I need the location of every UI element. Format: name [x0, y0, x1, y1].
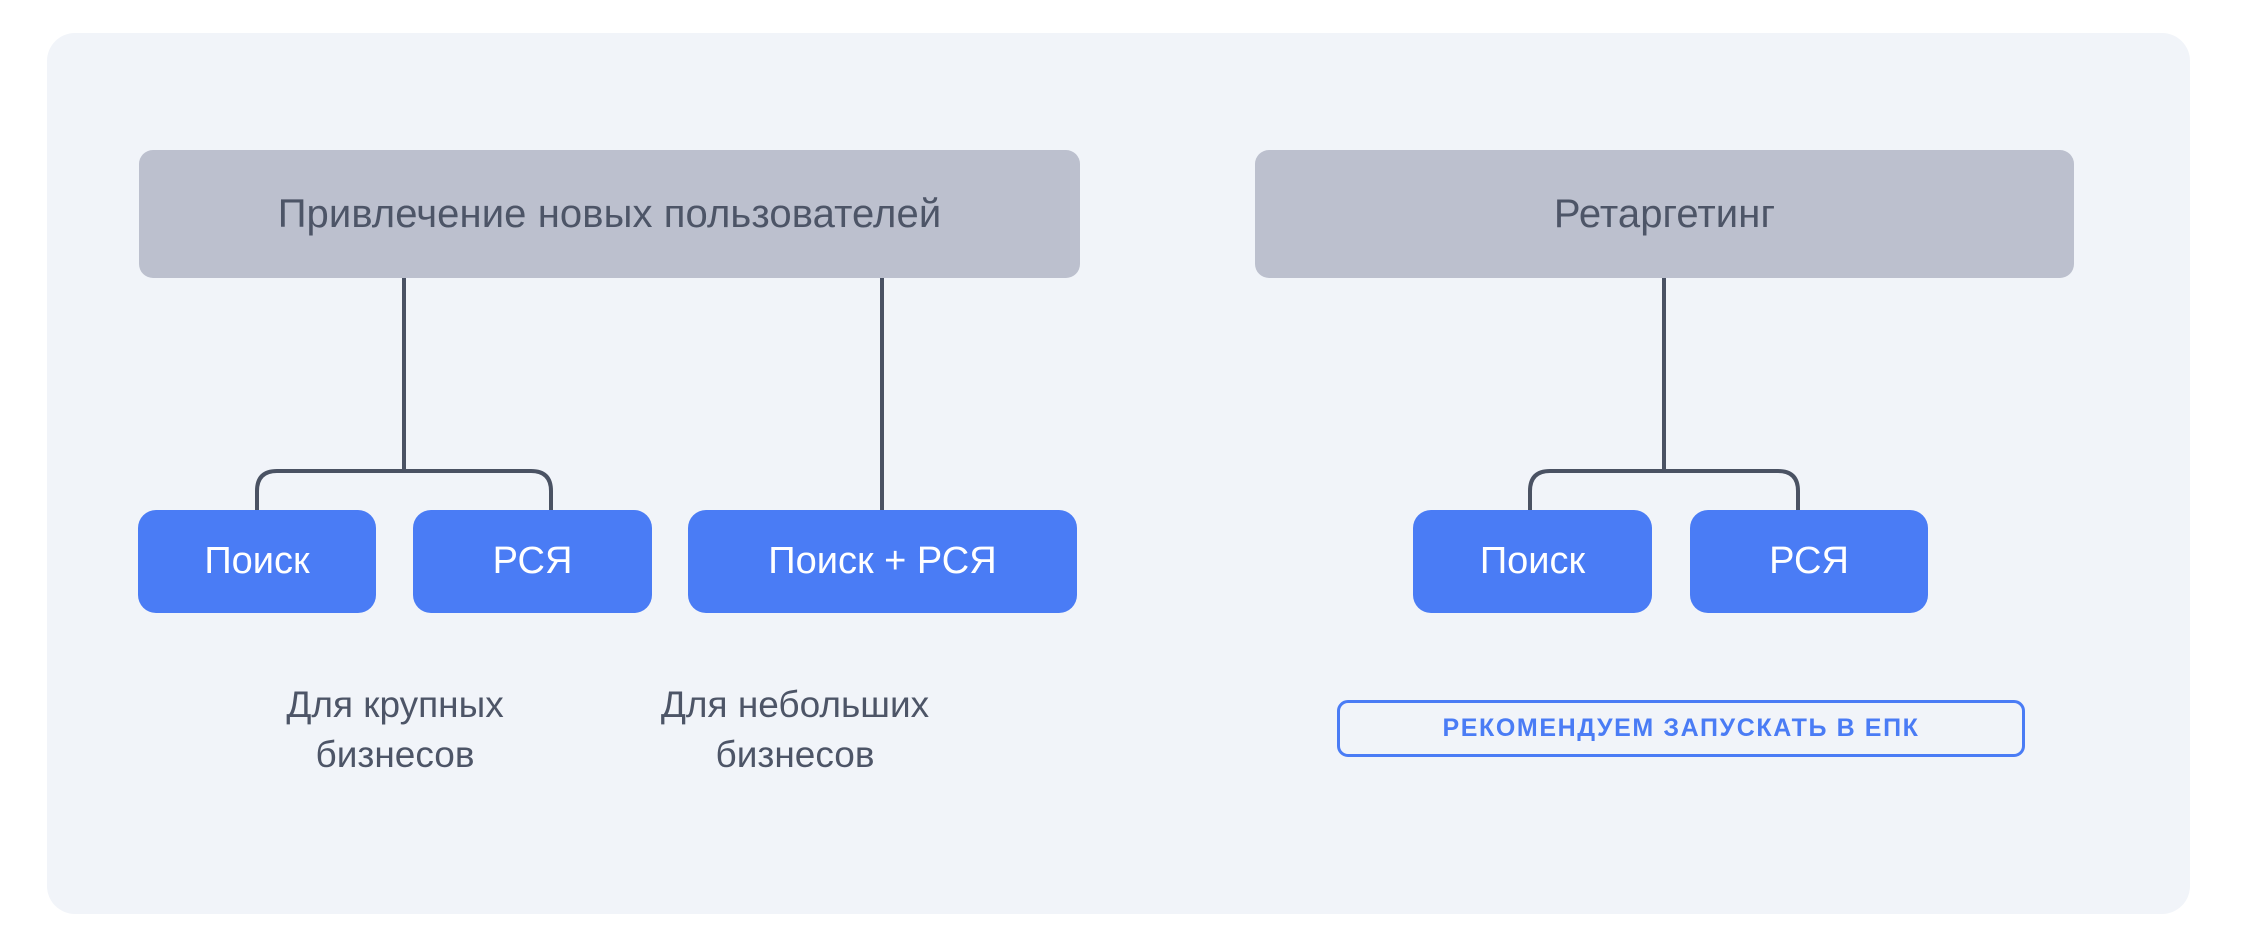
chip-acquisition-search-plus-rsya: Поиск + РСЯ — [688, 510, 1077, 613]
chip-retargeting-rsya-label: РСЯ — [1769, 540, 1849, 582]
group-header-acquisition-label: Привлечение новых пользователей — [277, 191, 942, 236]
group-header-acquisition: Привлечение новых пользователей — [139, 150, 1080, 278]
caption-small-business: Для небольших бизнесов — [660, 684, 930, 775]
group-header-retargeting: Ретаргетинг — [1255, 150, 2074, 278]
recommendation-badge-label: РЕКОМЕНДУЕМ ЗАПУСКАТЬ В ЕПК — [1442, 714, 1920, 742]
chip-retargeting-search: Поиск — [1413, 510, 1652, 613]
chip-retargeting-rsya: РСЯ — [1690, 510, 1928, 613]
chip-retargeting-search-label: Поиск — [1479, 540, 1586, 582]
chip-acquisition-rsya-label: РСЯ — [492, 540, 573, 582]
caption-large-business: Для крупных бизнесов — [286, 684, 504, 775]
chip-acquisition-search: Поиск — [138, 510, 376, 613]
group-header-retargeting-label: Ретаргетинг — [1553, 191, 1776, 236]
recommendation-badge: РЕКОМЕНДУЕМ ЗАПУСКАТЬ В ЕПК — [1337, 700, 2025, 757]
chip-acquisition-search-label: Поиск — [204, 540, 310, 582]
chip-acquisition-search-plus-rsya-label: Поиск + РСЯ — [768, 540, 997, 582]
chip-acquisition-rsya: РСЯ — [413, 510, 652, 613]
